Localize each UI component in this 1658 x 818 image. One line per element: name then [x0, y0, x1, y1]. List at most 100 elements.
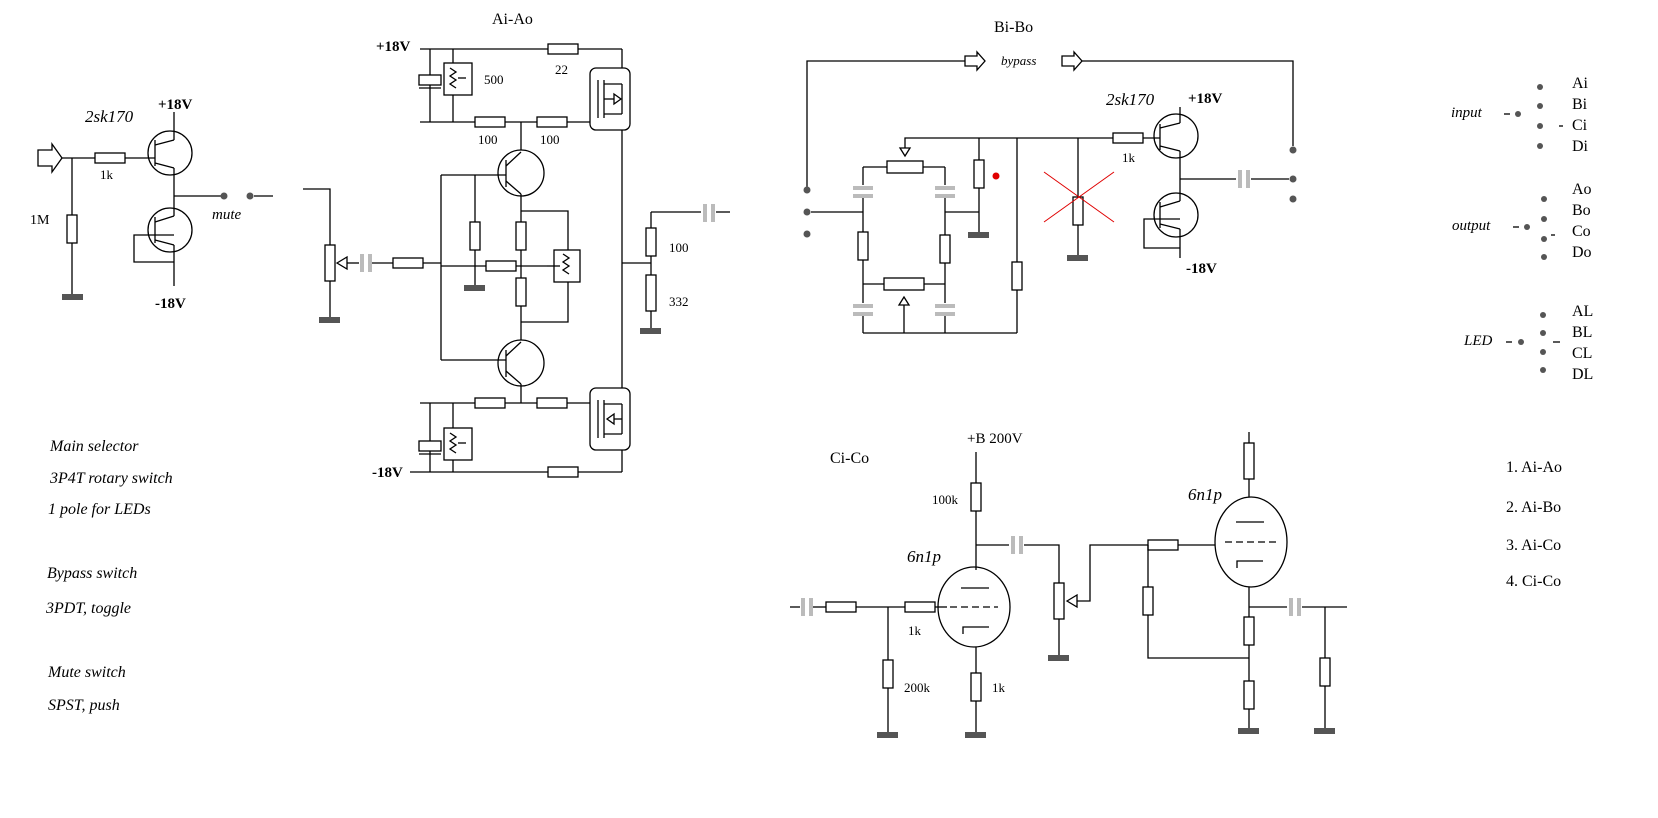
- jfet-lower: [1153, 192, 1199, 238]
- output-pos-a: Ao: [1572, 181, 1592, 198]
- tube-6n1p-left: [937, 566, 1011, 648]
- pot-riaa-lower: [883, 277, 925, 291]
- pot-lower: [443, 427, 473, 461]
- pot-500-label: 500: [484, 72, 504, 87]
- ci-co-stage: Ci-Co +B 200V 100k 1k 200k 6n1p: [790, 431, 1347, 738]
- resistor-1k-label: 1k: [100, 167, 114, 182]
- led-switch-label: LED: [1463, 333, 1493, 349]
- resistor-lower-b: [536, 397, 568, 409]
- note-bypass-type: 3PDT, toggle: [45, 600, 131, 617]
- resistor-1k-cathode-label: 1k: [992, 680, 1006, 695]
- resistor-100a: [474, 116, 506, 128]
- resistor-332: [645, 274, 657, 312]
- note-mute-switch: Mute switch: [47, 664, 126, 681]
- ground-symbol: [464, 285, 485, 291]
- mode-list: 1. Ai-Ao 2. Ai-Bo 3. Ai-Co 4. Ci-Co: [1506, 459, 1562, 590]
- note-led-pole: 1 pole for LEDs: [48, 501, 151, 518]
- jfet-model-label: 2sk170: [1106, 90, 1155, 109]
- volume-pot: [324, 244, 336, 282]
- resistor-1m: [66, 214, 78, 244]
- input-stage: 2sk170 +18V -18V 1k 1M mute: [30, 97, 273, 312]
- pot-volume-tube: [1053, 582, 1065, 620]
- resistor-lower-a: [474, 397, 506, 409]
- resistor-1k-cathode: [970, 672, 982, 702]
- resistor-332-label: 332: [669, 294, 689, 309]
- supply-plus-label: +18V: [158, 97, 193, 113]
- electrolytic-cap-lower: [418, 440, 442, 452]
- resistor-1k-grid: [904, 601, 936, 613]
- resistor-200k-label: 200k: [904, 680, 931, 695]
- led-pos-a: AL: [1572, 303, 1593, 320]
- led-pos-c: CL: [1572, 345, 1592, 362]
- bi-bo-stage: Bi-Bo bypass: [803, 19, 1297, 334]
- selector-switches: input Ai Bi Ci Di output Ao Bo Co Do LED…: [1451, 75, 1593, 383]
- jfet-upper: [1153, 113, 1199, 159]
- bypass-label: bypass: [1001, 53, 1036, 68]
- resistor-cathode-2a: [1243, 616, 1255, 646]
- pot-500: [443, 62, 473, 96]
- input-pos-d: Di: [1572, 138, 1589, 155]
- resistor-1k-grid-label: 1k: [908, 623, 922, 638]
- resistor-upper-emitter: [515, 221, 527, 251]
- resistor-anode: [1243, 442, 1255, 480]
- mute-label: mute: [212, 207, 242, 223]
- resistor-grid-2: [1147, 539, 1179, 551]
- ground-symbol: [965, 732, 986, 738]
- input-pos-c: Ci: [1572, 117, 1588, 134]
- ground-symbol: [1067, 255, 1088, 261]
- note-mute-type: SPST, push: [48, 697, 120, 714]
- tube-6n1p-right: [1214, 496, 1288, 588]
- jfet-upper: [147, 130, 193, 176]
- input-switch-label: input: [1451, 105, 1483, 121]
- supply-minus-label: -18V: [1186, 261, 1217, 277]
- mode-item-4: 4. Ci-Co: [1506, 573, 1561, 590]
- input-pos-a: Ai: [1572, 75, 1589, 92]
- resistor-ref: [485, 260, 517, 272]
- resistor-cathode-2b: [1243, 680, 1255, 710]
- mode-item-3: 3. Ai-Co: [1506, 537, 1561, 554]
- resistor-100b-label: 100: [540, 132, 560, 147]
- input-pos-b: Bi: [1572, 96, 1588, 113]
- output-switch-label: output: [1452, 218, 1491, 234]
- note-bypass-switch: Bypass switch: [47, 565, 137, 582]
- note-rotary-switch: 3P4T rotary switch: [49, 470, 173, 487]
- cross-out-line: [1043, 171, 1115, 223]
- output-pos-b: Bo: [1572, 202, 1591, 219]
- mosfet-lower: [589, 387, 631, 451]
- resistor-100k: [970, 482, 982, 512]
- resistor-100a-label: 100: [478, 132, 498, 147]
- resistor-22: [547, 43, 579, 55]
- resistor-1m-label: 1M: [30, 213, 50, 228]
- red-marker-dot: [992, 172, 1000, 180]
- electrolytic-cap-upper: [418, 74, 442, 86]
- output-pos-d: Do: [1572, 244, 1592, 261]
- ai-ao-stage: Ai-Ao +18V 22 500: [303, 11, 730, 481]
- led-pos-d: DL: [1572, 366, 1593, 383]
- input-arrow-icon: [37, 141, 63, 175]
- resistor-grid-leak-2: [1142, 586, 1154, 616]
- resistor-feedback: [1011, 261, 1023, 291]
- bypass-arrow-left-icon: [964, 50, 986, 72]
- resistor-200k: [882, 659, 894, 689]
- tube2-label: 6n1p: [1188, 485, 1222, 504]
- bypass-arrow-right-icon: [1061, 50, 1083, 72]
- bi-bo-title: Bi-Bo: [994, 19, 1033, 36]
- resistor-bias: [469, 221, 481, 251]
- resistor-removed: [1072, 196, 1084, 226]
- resistor-riaa-right: [939, 234, 951, 264]
- supply-minus-label: -18V: [372, 465, 403, 481]
- mode-item-2: 2. Ai-Bo: [1506, 499, 1561, 516]
- resistor-input-tube: [825, 601, 857, 613]
- wiper-arrow-icon: [335, 255, 348, 271]
- supply-plus-label: +18V: [376, 39, 411, 55]
- ground-symbol: [1314, 728, 1335, 734]
- ci-co-title: Ci-Co: [830, 450, 869, 467]
- resistor-1k-gate: [1112, 132, 1144, 144]
- resistor-out-100-label: 100: [669, 240, 689, 255]
- resistor-lower-supply: [547, 466, 579, 478]
- resistor-output-2: [1319, 657, 1331, 687]
- resistor-lower-emitter: [515, 277, 527, 307]
- supply-b-label: +B 200V: [967, 431, 1023, 447]
- resistor-100b: [536, 116, 568, 128]
- supply-minus-label: -18V: [155, 296, 186, 312]
